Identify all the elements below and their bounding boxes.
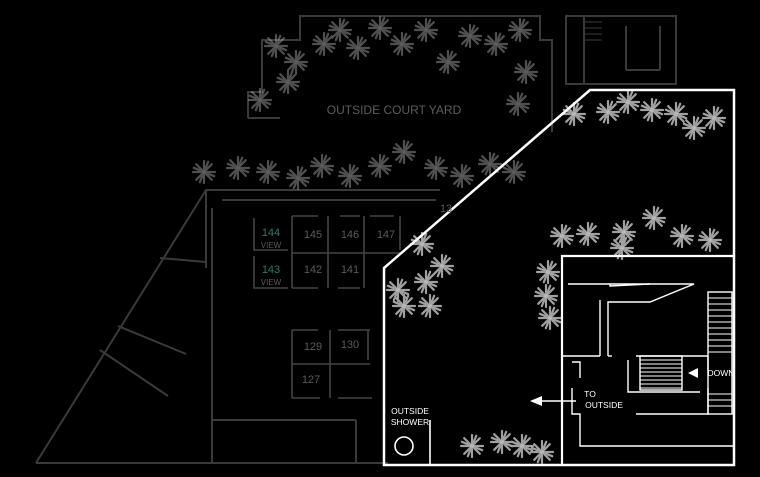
room-127-label: 127 — [302, 374, 320, 386]
highlighted-labels: OUTSIDE SHOWER TO OUTSIDE DOWN — [391, 368, 735, 427]
room-144-view-label: VIEW — [261, 241, 282, 250]
room-147-label: 147 — [377, 229, 395, 241]
room-13x-label: 13 — [440, 203, 452, 215]
down-label: DOWN — [708, 368, 735, 378]
room-142-label: 142 — [304, 264, 322, 276]
outside-shower-icon — [394, 436, 414, 456]
room-129-label: 129 — [304, 341, 322, 353]
room-143-label: 143 — [262, 264, 280, 276]
outside-shower-label-line2: SHOWER — [391, 417, 429, 427]
room-146-label: 146 — [341, 229, 359, 241]
room-labels: 144 VIEW 145 146 147 13 143 VIEW 142 141… — [261, 203, 452, 386]
outside-shower-label-line1: OUTSIDE — [391, 406, 429, 416]
to-outside-arrow-icon — [530, 396, 576, 406]
down-arrow-icon — [688, 368, 698, 378]
room-145-label: 145 — [304, 229, 322, 241]
room-130-label: 130 — [341, 339, 359, 351]
faded-building-outlines — [35, 15, 677, 464]
room-143-view-label: VIEW — [261, 278, 282, 287]
room-141-label: 141 — [341, 264, 359, 276]
to-outside-label-line2: OUTSIDE — [585, 400, 623, 410]
to-outside-label-line1: TO — [584, 389, 596, 399]
faded-room-grid — [253, 215, 401, 399]
stairs — [639, 291, 733, 415]
highlighted-building[interactable] — [382, 88, 736, 467]
court-yard-label: OUTSIDE COURT YARD — [327, 103, 462, 117]
room-144-label: 144 — [262, 227, 280, 239]
